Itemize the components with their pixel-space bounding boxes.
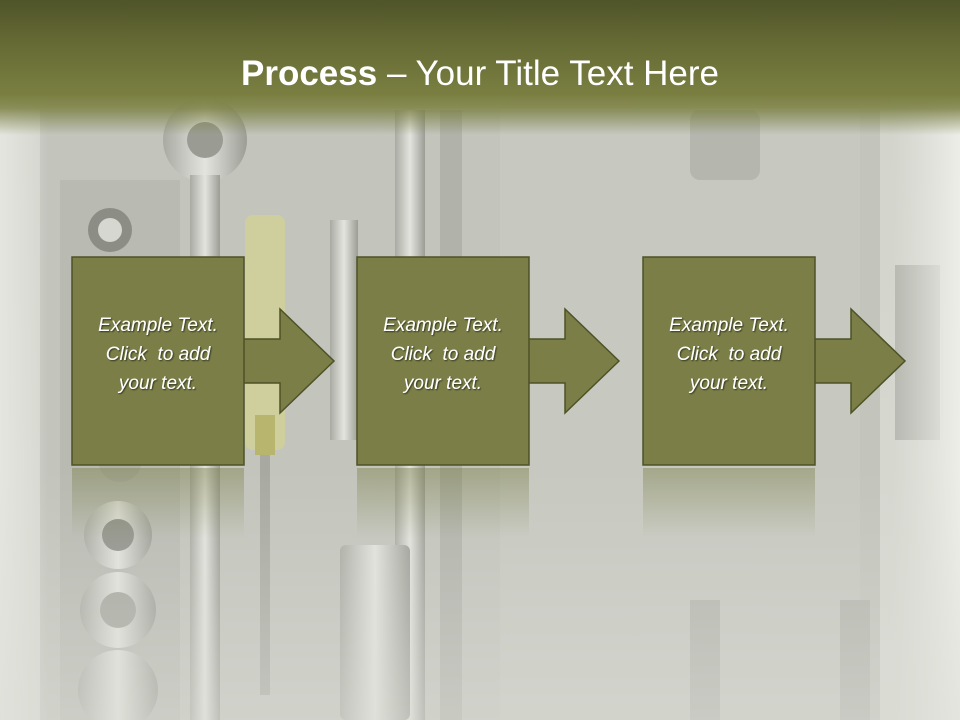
step-text-line: Example Text. bbox=[98, 315, 218, 336]
step-arrow-icon bbox=[239, 307, 336, 415]
step-text-line: Example Text. bbox=[669, 315, 789, 336]
step-text[interactable]: Example Text. Click to add your text. bbox=[669, 315, 789, 394]
title-dash: – bbox=[377, 54, 416, 93]
step-box bbox=[71, 256, 245, 466]
step-text-line: your text. bbox=[117, 373, 197, 394]
process-step-2[interactable]: Example Text. Click to add your text. bbox=[356, 256, 621, 538]
title-rest-text: Your Title Text Here bbox=[415, 54, 720, 93]
step-text-line: your text. bbox=[402, 373, 482, 394]
step-reflection bbox=[357, 468, 529, 538]
step-text-line: Click to add bbox=[677, 344, 783, 365]
step-box bbox=[356, 256, 530, 466]
step-arrow-icon bbox=[524, 307, 621, 415]
slide-title[interactable]: Process – Your Title Text Here bbox=[0, 52, 960, 96]
step-box bbox=[642, 256, 816, 466]
step-text-line: Example Text. bbox=[383, 315, 503, 336]
process-step-1[interactable]: Example Text. Click to add your text. bbox=[71, 256, 336, 538]
step-text[interactable]: Example Text. Click to add your text. bbox=[383, 315, 503, 394]
step-text-line: Click to add bbox=[391, 344, 497, 365]
title-band bbox=[0, 0, 960, 135]
step-reflection bbox=[72, 468, 244, 538]
step-arrow-icon bbox=[810, 307, 907, 415]
step-reflection bbox=[643, 468, 815, 538]
step-text[interactable]: Example Text. Click to add your text. bbox=[98, 315, 218, 394]
process-step-3[interactable]: Example Text. Click to add your text. bbox=[642, 256, 907, 538]
title-bold-text: Process bbox=[241, 54, 378, 93]
step-text-line: Click to add bbox=[106, 344, 212, 365]
step-text-line: your text. bbox=[688, 373, 768, 394]
